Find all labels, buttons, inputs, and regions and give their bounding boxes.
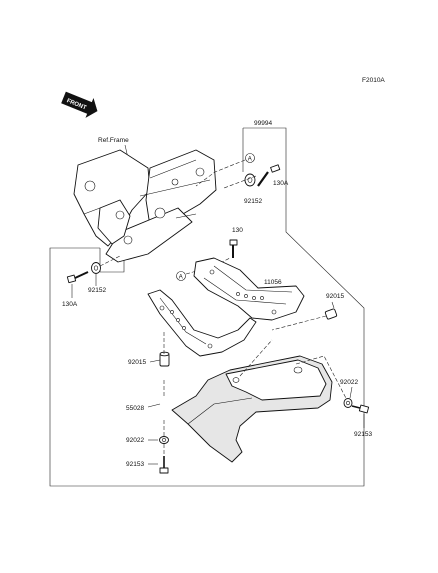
label-92153-right: 92153 xyxy=(354,431,372,438)
washer-92022-left-part xyxy=(159,436,169,444)
ref-frame-part xyxy=(73,149,217,263)
label-11056: 11056 xyxy=(264,279,282,286)
label-130: 130 xyxy=(232,227,243,234)
label-92152-top: 92152 xyxy=(244,198,262,205)
washer-92022-right-part xyxy=(343,398,353,408)
label-130a-top: 130A xyxy=(273,180,289,187)
label-130a-left: 130A xyxy=(62,301,78,308)
bolt-92153-left-part xyxy=(159,456,169,474)
bracket-11056-part xyxy=(193,257,305,321)
label-92022-left: 92022 xyxy=(126,437,144,444)
leader-cover-right xyxy=(295,355,349,403)
label-92015-left: 92015 xyxy=(128,359,146,366)
bushing-92015-left-part xyxy=(159,351,170,367)
bolt-130a-top-part xyxy=(257,164,281,187)
ref-marker-a-top: A xyxy=(245,153,255,163)
leader-55028 xyxy=(147,403,161,408)
label-ref-frame: Ref.Frame xyxy=(98,137,129,144)
cover-55028-part xyxy=(171,355,333,463)
leader-a-top xyxy=(195,159,246,187)
leader-92022-right xyxy=(349,386,353,399)
ref-marker-a-mid: A xyxy=(176,271,186,281)
diagram-code: F2010A xyxy=(362,77,385,84)
label-99994: 99994 xyxy=(254,120,272,127)
leader-cover-mid xyxy=(239,339,273,377)
bracket-lower-part xyxy=(147,289,257,357)
bolt-130-part xyxy=(229,239,238,258)
leader-92015-left xyxy=(149,359,161,363)
washer-92152-top-part xyxy=(244,173,256,187)
assembly-boundary xyxy=(49,127,365,487)
washer-92152-left-part xyxy=(91,262,101,274)
label-92152-left: 92152 xyxy=(88,287,106,294)
svg-text:A: A xyxy=(248,157,252,163)
bolt-92153-right-part xyxy=(351,404,370,414)
bushing-92015-right-part xyxy=(324,301,338,320)
svg-text:A: A xyxy=(179,275,183,281)
leader-washer-left xyxy=(99,255,121,267)
label-55028: 55028 xyxy=(126,405,144,412)
leader-bushing-right xyxy=(271,315,327,331)
bolt-130a-left-part xyxy=(66,271,89,284)
front-arrow-icon: FRONT xyxy=(61,91,98,118)
label-92153-left: 92153 xyxy=(126,461,144,468)
label-92022-right: 92022 xyxy=(340,379,358,386)
label-92015-right: 92015 xyxy=(326,293,344,300)
